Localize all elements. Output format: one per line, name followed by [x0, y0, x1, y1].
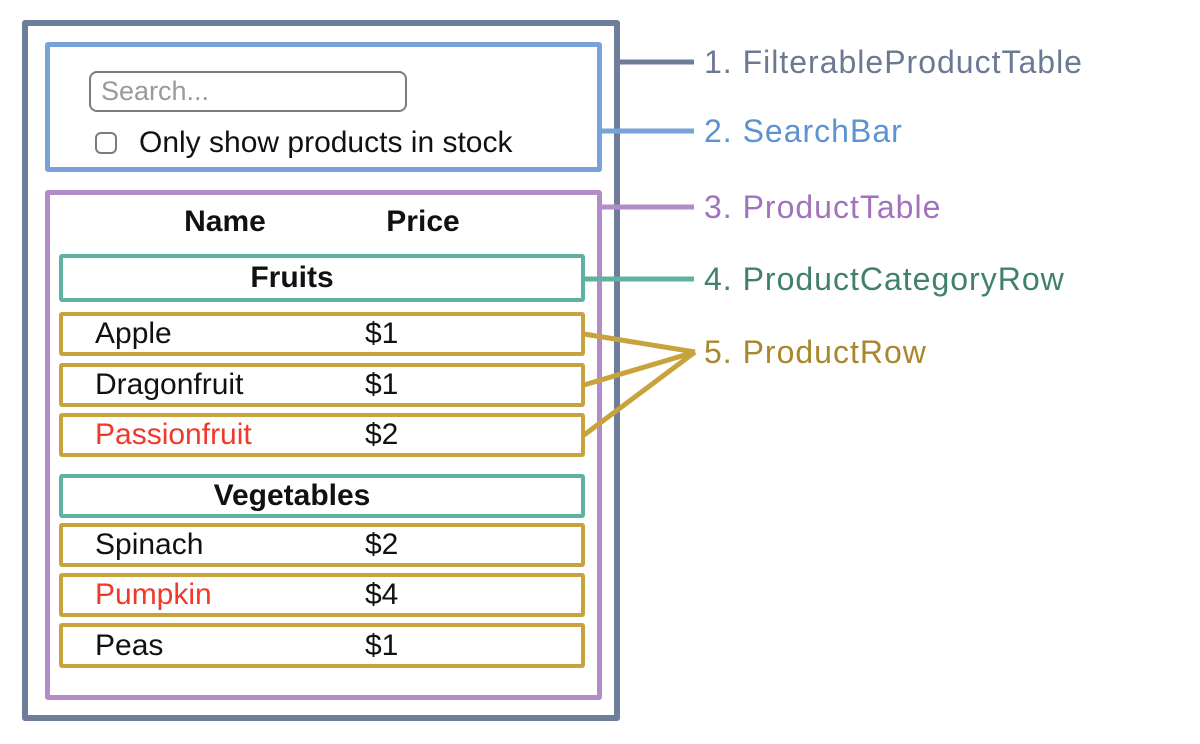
product-row-apple: Apple $1	[59, 312, 585, 356]
product-price: $4	[365, 578, 399, 611]
product-row-peas: Peas $1	[59, 623, 585, 668]
legend-item-product-category-row: 4. ProductCategoryRow	[704, 261, 1065, 297]
in-stock-checkbox-label: Only show products in stock	[139, 126, 513, 159]
product-price: $2	[365, 418, 399, 451]
category-label: Vegetables	[213, 479, 371, 512]
product-row-dragonfruit: Dragonfruit $1	[59, 363, 585, 407]
price-column-header: Price	[386, 205, 460, 238]
product-price: $1	[365, 628, 399, 662]
product-name: Apple	[95, 317, 172, 350]
product-name: Spinach	[95, 528, 204, 561]
product-price: $2	[365, 528, 399, 561]
product-row-passionfruit: Passionfruit $2	[59, 413, 585, 457]
name-column-header: Name	[184, 205, 266, 238]
product-category-row-vegetables: Vegetables	[59, 474, 585, 518]
product-category-row-fruits: Fruits	[59, 254, 585, 302]
product-name: Dragonfruit	[95, 368, 244, 401]
search-input[interactable]	[89, 71, 407, 112]
product-name: Pumpkin	[95, 578, 212, 611]
product-row-pumpkin: Pumpkin $4	[59, 573, 585, 617]
legend-item-filterable-product-table: 1. FilterableProductTable	[704, 44, 1083, 80]
product-name: Passionfruit	[95, 418, 252, 451]
product-price: $1	[365, 317, 399, 350]
product-price: $1	[365, 368, 399, 401]
in-stock-checkbox[interactable]	[95, 132, 117, 154]
legend-item-product-row: 5. ProductRow	[704, 334, 927, 370]
category-label: Fruits	[250, 261, 334, 294]
product-name: Peas	[95, 628, 164, 662]
legend-item-search-bar: 2. SearchBar	[704, 113, 903, 149]
product-row-spinach: Spinach $2	[59, 523, 585, 567]
legend-item-product-table: 3. ProductTable	[704, 189, 942, 225]
